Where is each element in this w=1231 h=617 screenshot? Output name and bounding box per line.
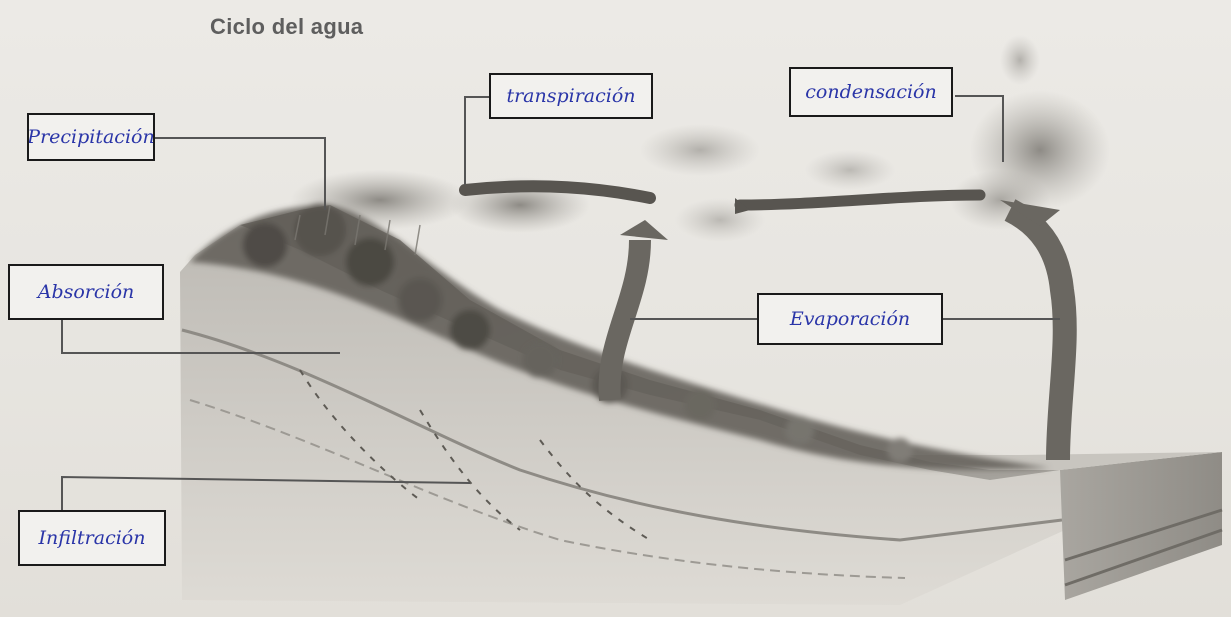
evaporation-arrow	[1010, 210, 1065, 460]
arrow-head	[620, 220, 668, 240]
vapor-flow-band	[740, 195, 980, 205]
label-text: Absorción	[38, 281, 135, 303]
label-text: transpiración	[506, 85, 635, 107]
clouds	[290, 35, 1110, 242]
cloud	[1000, 35, 1040, 85]
label-text: Evaporación	[790, 308, 910, 330]
cloud	[805, 150, 895, 190]
leader-line-transpiracion	[465, 97, 490, 185]
label-absorcion: Absorción	[8, 264, 164, 320]
label-transpiracion: transpiración	[489, 73, 653, 119]
label-condensacion: condensación	[789, 67, 953, 117]
label-text: Precipitación	[27, 126, 154, 148]
label-precipitacion: Precipitación	[27, 113, 155, 161]
label-text: Infiltración	[39, 527, 146, 549]
label-text: condensación	[805, 81, 936, 103]
label-infiltracion: Infiltración	[18, 510, 166, 566]
label-evaporacion: Evaporación	[757, 293, 943, 345]
cloud	[640, 124, 760, 176]
